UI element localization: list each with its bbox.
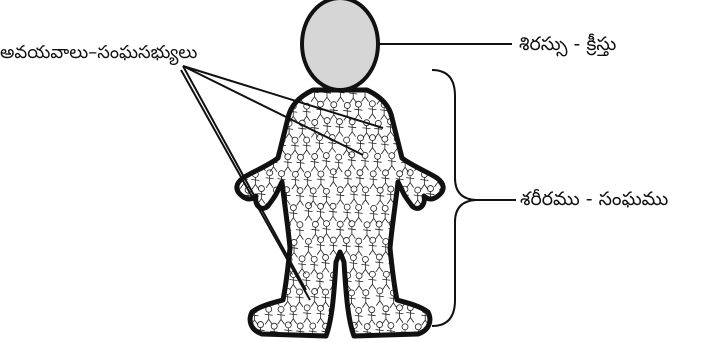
member-figure [414,85,422,103]
members-label: అవయవాలు–సంఘసభ్యులు [0,44,197,62]
member-figure [244,290,252,308]
member-figure [434,305,442,323]
member-figure [433,271,441,289]
member-figure [413,254,421,272]
member-figure [440,119,448,137]
member-figure [259,256,267,274]
member-figure [428,290,436,308]
member-figure [426,154,434,172]
member-figure [414,222,422,240]
member-figure [270,254,278,272]
member-figure [263,271,271,289]
member-figure [420,237,428,255]
member-figure [237,137,245,155]
member-figure [238,307,246,325]
member-figure [413,120,421,138]
member-figure [406,238,414,256]
member-figure [440,153,448,171]
member-figure [440,255,448,273]
member-figure [434,237,442,255]
member-figure [232,119,240,137]
body-label: శరీరము - సంఘము [520,190,668,209]
member-figure [419,272,427,290]
member-figure [394,237,402,255]
member-figure [253,135,261,153]
member-figure [263,135,271,153]
member-figure [239,273,247,291]
member-figure [421,135,429,153]
member-figure [400,254,408,272]
member-figure [231,322,239,340]
head-shape [302,0,378,90]
member-figure [407,135,415,153]
member-figure [395,102,403,120]
member-figure [231,221,239,239]
member-figure [244,220,252,238]
member-figure [402,84,410,102]
member-figure [337,324,345,342]
member-figure [433,103,441,121]
head-label: శిరస్సు - క్రీస్తు [519,35,616,54]
member-figure [434,205,442,223]
member-figure [250,272,258,290]
member-figure [244,118,252,136]
member-figure [426,254,434,272]
member-figure [231,254,239,272]
member-figure [264,237,272,255]
member-figure [238,237,246,255]
member-figure [407,273,415,291]
member-figure [400,220,408,238]
member-figure [441,289,449,307]
member-figure [238,204,246,222]
member-figure [245,256,253,274]
member-figure [440,222,448,240]
member-figure [427,120,435,138]
member-figure [439,86,447,104]
member-figure [238,101,246,119]
member-figure [258,85,266,103]
member-figure [336,289,344,307]
member-figure [270,120,278,138]
member-figure [409,101,417,119]
member-figure [259,221,267,239]
member-figure [401,119,409,137]
member-figure [245,152,253,170]
member-figure [420,102,428,120]
member-figure [432,135,440,153]
member-figure [253,238,261,256]
member-figure [387,85,395,103]
member-figure [259,118,267,136]
member-figure [428,84,436,102]
member-figure [428,222,436,240]
member-figure [233,290,241,308]
